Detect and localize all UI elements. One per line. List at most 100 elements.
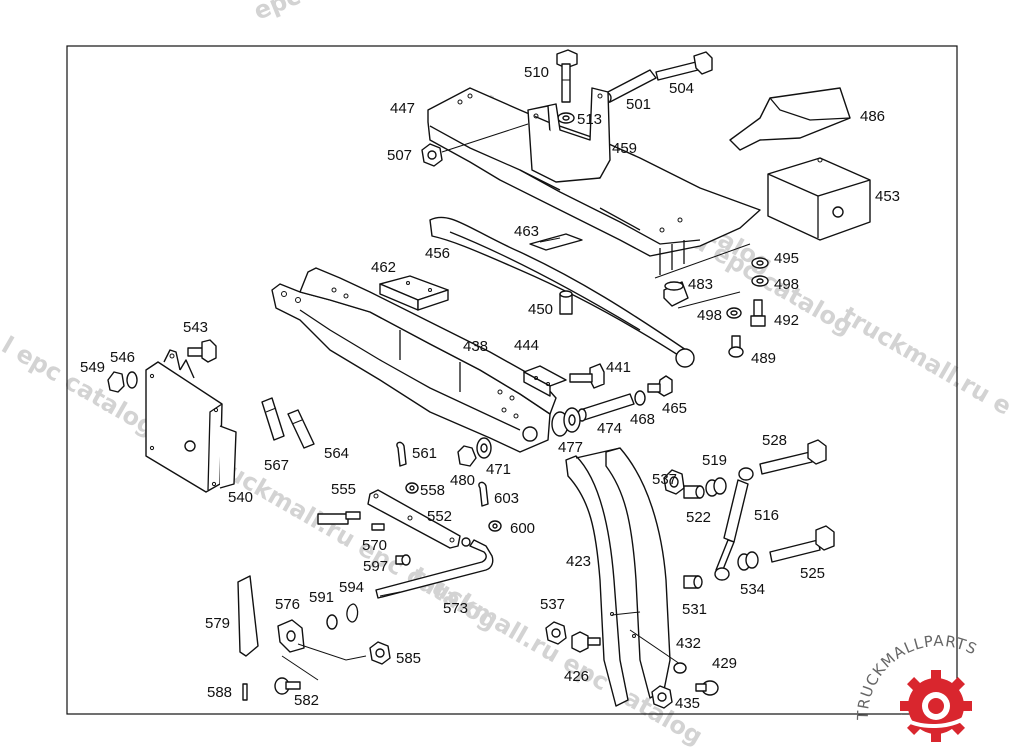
label-468: 468	[630, 411, 655, 428]
label-498: 498	[697, 307, 722, 324]
part-543-bolt	[187, 339, 217, 363]
label-534: 534	[740, 581, 765, 598]
part-600-washer	[488, 520, 502, 532]
label-480: 480	[450, 472, 475, 489]
part-564-strip	[287, 409, 315, 449]
part-474-pin	[577, 393, 635, 422]
part-522-sleeve	[683, 485, 705, 499]
part-591-washer	[326, 614, 338, 630]
label-474: 474	[597, 420, 622, 437]
part-486-cover	[729, 87, 851, 151]
label-453: 453	[875, 188, 900, 205]
part-462-pad	[379, 275, 449, 311]
label-471: 471	[486, 461, 511, 478]
part-510-bolt	[556, 49, 578, 103]
label-603: 603	[494, 490, 519, 507]
label-459: 459	[612, 140, 637, 157]
leader-582	[281, 655, 319, 681]
part-438-frame-rail	[271, 267, 557, 453]
part-540-housing	[145, 349, 237, 493]
part-441-bolt	[569, 363, 605, 389]
part-435-nut	[651, 685, 673, 709]
part-528-bolt	[759, 439, 827, 475]
part-570-pin	[371, 523, 385, 531]
label-429: 429	[712, 655, 737, 672]
gear-icon	[898, 670, 974, 742]
leader-498	[677, 291, 741, 309]
part-531-sleeve	[683, 575, 703, 589]
label-519: 519	[702, 452, 727, 469]
part-546-washer	[126, 371, 138, 389]
part-549-nut	[107, 371, 125, 393]
label-525: 525	[800, 565, 825, 582]
leader-483	[654, 243, 751, 279]
part-558-washer	[405, 482, 419, 494]
label-489: 489	[751, 350, 776, 367]
label-579: 579	[205, 615, 230, 632]
part-513-washer	[557, 112, 575, 124]
label-537: 537	[540, 596, 565, 613]
part-561-split-pin	[396, 441, 407, 467]
label-435: 435	[675, 695, 700, 712]
part-594-circlip	[346, 603, 359, 623]
label-463: 463	[514, 223, 539, 240]
label-567: 567	[264, 457, 289, 474]
part-456-leaf-spring	[429, 216, 695, 368]
label-585: 585	[396, 650, 421, 667]
part-582-bolt	[274, 677, 301, 695]
part-432-washer	[673, 662, 687, 674]
part-555-pin	[317, 511, 361, 525]
part-480-nut	[457, 445, 477, 467]
label-432: 432	[676, 635, 701, 652]
part-579-pad	[237, 575, 259, 657]
leader-585	[297, 643, 367, 661]
label-438: 438	[463, 338, 488, 355]
label-558: 558	[420, 482, 445, 499]
label-423: 423	[566, 553, 591, 570]
part-450-bush	[559, 290, 573, 315]
label-465: 465	[662, 400, 687, 417]
part-537-nut	[545, 621, 567, 645]
part-576-bracket	[277, 619, 305, 653]
label-513: 513	[577, 111, 602, 128]
part-498-washer	[751, 275, 769, 287]
part-567-strip	[261, 397, 285, 441]
part-498-washer	[726, 307, 742, 319]
label-570: 570	[362, 537, 387, 554]
label-573: 573	[443, 600, 468, 617]
label-549: 549	[80, 359, 105, 376]
label-444: 444	[514, 337, 539, 354]
part-552-link	[367, 489, 461, 549]
watermark-text: epc catalog	[250, 0, 405, 26]
label-600: 600	[510, 520, 535, 537]
label-540: 540	[228, 489, 253, 506]
diagram-frame	[66, 45, 958, 715]
part-534-bush	[737, 551, 759, 571]
part-585-nut	[369, 641, 391, 665]
part-519-bush	[705, 477, 727, 497]
part-573-rod	[375, 537, 494, 599]
label-528: 528	[762, 432, 787, 449]
part-471-washer	[476, 437, 492, 459]
label-582: 582	[294, 692, 319, 709]
label-552: 552	[427, 508, 452, 525]
label-507: 507	[387, 147, 412, 164]
label-564: 564	[324, 445, 349, 462]
label-492: 492	[774, 312, 799, 329]
label-477: 477	[558, 439, 583, 456]
part-465-bolt	[647, 375, 673, 397]
label-576: 576	[275, 596, 300, 613]
label-498: 498	[774, 276, 799, 293]
label-561: 561	[412, 445, 437, 462]
label-597: 597	[363, 558, 388, 575]
label-594: 594	[339, 579, 364, 596]
label-522: 522	[686, 509, 711, 526]
part-444-plate	[523, 365, 567, 397]
part-426-bolt	[571, 631, 601, 653]
label-462: 462	[371, 259, 396, 276]
label-486: 486	[860, 108, 885, 125]
label-591: 591	[309, 589, 334, 606]
label-495: 495	[774, 250, 799, 267]
part-495-washer	[751, 257, 769, 269]
